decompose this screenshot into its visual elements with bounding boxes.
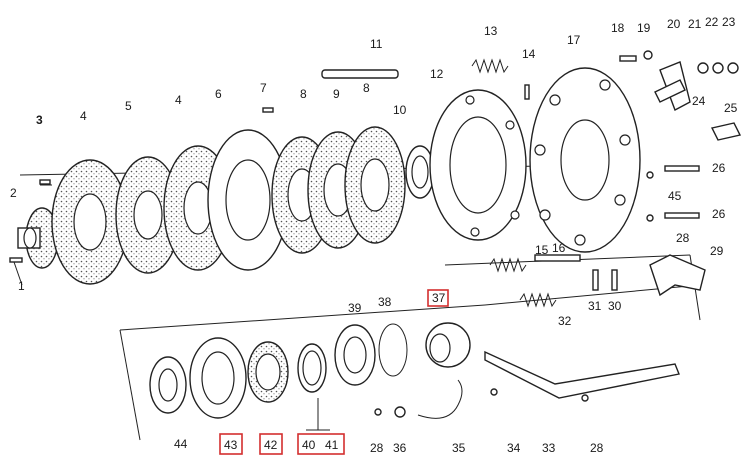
part-37-release-bearing	[425, 322, 471, 368]
label-5: 5	[125, 99, 132, 113]
part-28-screw-lower-right	[581, 394, 589, 402]
highlight-box-43	[219, 433, 243, 455]
part-17-back-plate	[529, 67, 641, 253]
part-4-friction-disc-left	[51, 159, 129, 285]
part-22-washer	[712, 62, 724, 74]
label-43: 43	[224, 438, 238, 452]
highlight-box-40-41	[297, 433, 345, 455]
label-8b: 8	[363, 81, 370, 95]
part-25-bracket	[710, 122, 742, 141]
part-34-pin	[490, 388, 498, 396]
part-31-bolt	[592, 269, 599, 291]
part-6-pressure-plate	[207, 129, 289, 271]
label-44: 44	[174, 437, 188, 451]
part-38-snap-ring	[378, 323, 408, 377]
part-16-rod	[534, 254, 581, 262]
part-11-pin	[321, 69, 399, 79]
label-18: 18	[611, 21, 625, 35]
label-9: 9	[333, 87, 340, 101]
part-13-spring	[471, 58, 509, 74]
label-35: 35	[452, 441, 466, 455]
label-33: 33	[542, 441, 556, 455]
label-19: 19	[637, 21, 651, 35]
label-1: 1	[18, 279, 25, 293]
part-26-bolt-lower	[664, 212, 700, 219]
label-6: 6	[215, 87, 222, 101]
part-39-collar	[334, 324, 376, 386]
label-31: 31	[588, 299, 602, 313]
label-40: 40	[302, 438, 316, 452]
label-37: 37	[432, 291, 446, 305]
label-21: 21	[688, 17, 702, 31]
label-32: 32	[558, 314, 572, 328]
label-8a: 8	[300, 87, 307, 101]
part-number-labels: 1 2 3 4 5 4 6 7 8 9 8 10 11 12 13 14 15 …	[10, 15, 738, 455]
label-11: 11	[370, 37, 383, 51]
label-38: 38	[378, 295, 392, 309]
label-36: 36	[393, 441, 407, 455]
label-16: 16	[552, 241, 566, 255]
part-15-spring	[489, 257, 527, 273]
part-21-washer	[697, 62, 709, 74]
part-23-nut	[727, 62, 739, 74]
label-15: 15	[535, 243, 549, 257]
label-13: 13	[484, 24, 498, 38]
label-3: 3	[36, 113, 43, 127]
part-18-bolt	[619, 55, 637, 62]
label-25: 25	[724, 101, 738, 115]
highlight-box-37	[427, 289, 449, 307]
label-4b: 4	[175, 93, 182, 107]
part-10-bearing	[405, 145, 435, 199]
highlight-box-42	[259, 433, 283, 455]
label-2: 2	[10, 186, 17, 200]
part-33-lever	[484, 350, 680, 399]
part-14-plate-pin	[524, 84, 530, 100]
label-30: 30	[608, 299, 622, 313]
label-14: 14	[522, 47, 536, 61]
part-24-link	[654, 79, 686, 103]
label-34: 34	[507, 441, 521, 455]
part-3-bolt	[39, 179, 51, 185]
part-29-fork	[649, 254, 706, 297]
label-39: 39	[348, 301, 362, 315]
part-44-sleeve	[149, 356, 187, 414]
label-22: 22	[705, 15, 719, 29]
label-23: 23	[722, 15, 736, 29]
label-7: 7	[260, 81, 267, 95]
part-43-bearing-housing	[189, 337, 247, 419]
label-26a: 26	[712, 161, 726, 175]
part-35-hose	[417, 379, 463, 419]
part-8-disc-right	[344, 126, 406, 244]
label-45: 45	[668, 189, 682, 203]
label-4a: 4	[80, 109, 87, 123]
label-28a: 28	[676, 231, 690, 245]
label-20: 20	[667, 17, 681, 31]
part-7-bolt	[262, 107, 274, 113]
part-5-plate	[115, 156, 181, 274]
label-28b: 28	[370, 441, 384, 455]
part-12-housing	[429, 89, 527, 241]
label-26b: 26	[712, 207, 726, 221]
label-12: 12	[430, 67, 444, 81]
label-28c: 28	[590, 441, 604, 455]
part-32-spring	[519, 292, 557, 308]
part-19-nut	[643, 50, 653, 60]
part-42-bearing	[247, 341, 289, 403]
part-36-fitting	[394, 406, 406, 418]
label-24: 24	[692, 94, 706, 108]
label-41: 41	[325, 438, 339, 452]
label-29: 29	[710, 244, 724, 258]
label-10: 10	[393, 103, 407, 117]
label-42: 42	[264, 438, 278, 452]
part-28-screw-lower-left	[374, 408, 382, 416]
part-2-hub	[17, 207, 59, 269]
part-30-pin	[611, 269, 618, 291]
part-45-washers	[646, 171, 654, 222]
part-26-bolt-upper	[664, 165, 700, 172]
label-17: 17	[567, 33, 581, 47]
part-1-bolt	[9, 257, 23, 263]
part-40-41-rings	[297, 343, 327, 393]
